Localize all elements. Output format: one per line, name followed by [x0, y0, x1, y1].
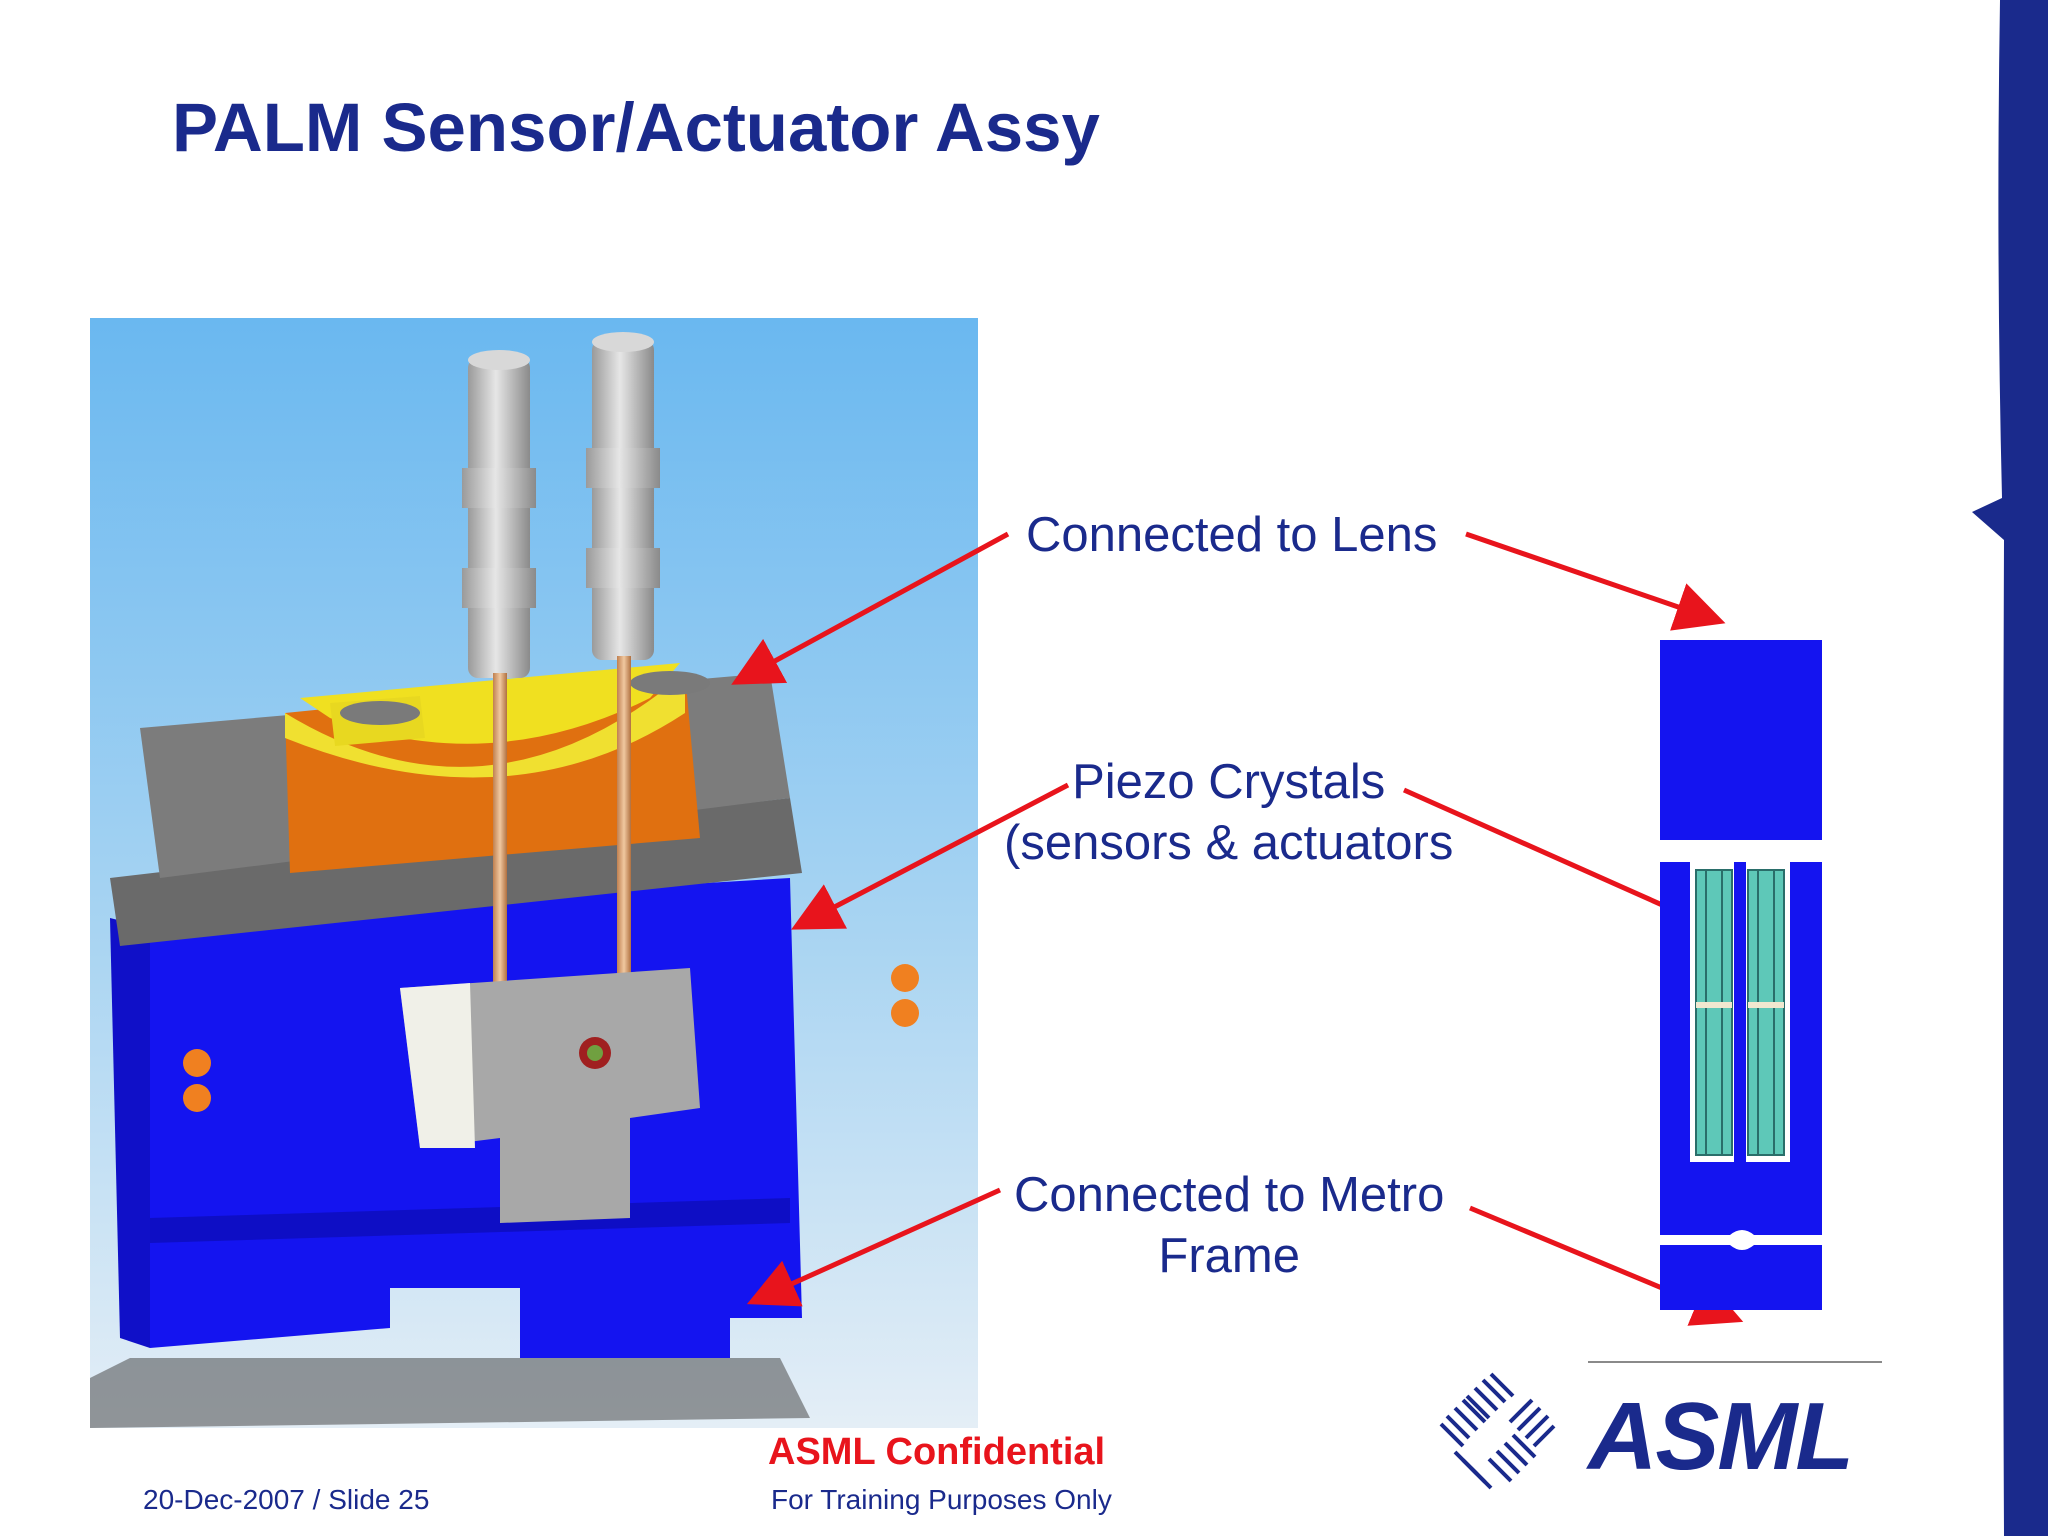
- label-connected-to-lens: Connected to Lens: [1026, 508, 1438, 562]
- logo-divider: [1588, 1361, 1882, 1363]
- label-piezo-crystals: Piezo Crystals (sensors & actuators: [1004, 752, 1453, 874]
- asml-striped-diamond-icon: [1439, 1372, 1556, 1490]
- label-connected-to-metro-frame: Connected to Metro Frame: [1014, 1165, 1444, 1287]
- confidential-label: ASML Confidential: [768, 1431, 1106, 1473]
- right-decorative-band: [1972, 0, 2048, 1536]
- asml-logo-text: ASML: [1588, 1383, 1854, 1490]
- label-metro-line-2: Frame: [1158, 1229, 1300, 1283]
- training-note: For Training Purposes Only: [771, 1484, 1112, 1515]
- label-piezo-line-2: (sensors & actuators: [1004, 816, 1454, 870]
- slide-title: PALM Sensor/Actuator Assy: [172, 89, 1100, 166]
- slide-date-number: 20-Dec-2007 / Slide 25: [143, 1484, 430, 1515]
- palm-assembly-render: [90, 318, 978, 1428]
- arrow-lens-beam: [1465, 531, 1726, 631]
- label-piezo-line-1: Piezo Crystals: [1072, 755, 1386, 809]
- label-metro-line-1: Connected to Metro: [1014, 1168, 1445, 1222]
- flexure-beam-diagram: [1660, 640, 1822, 1310]
